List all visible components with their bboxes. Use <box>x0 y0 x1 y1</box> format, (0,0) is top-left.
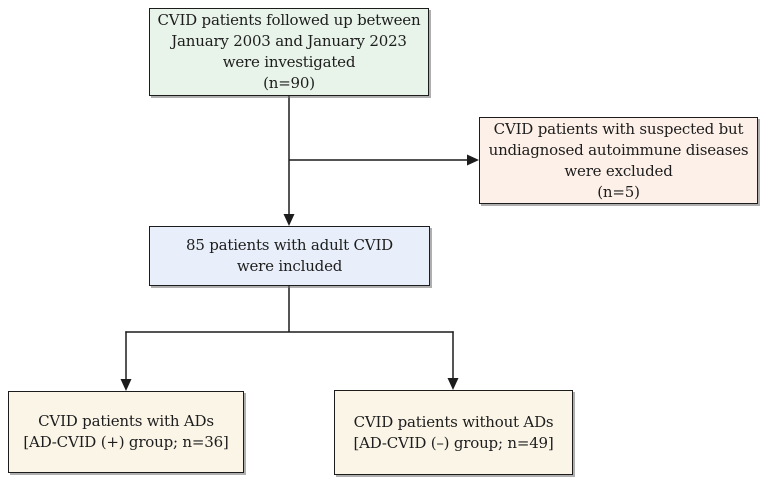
box-included: 85 patients with adult CVID were include… <box>149 226 430 286</box>
box-with-ads-line-1: CVID patients with ADs <box>38 412 214 430</box>
box-without-ads-group: [AD-CVID (–) group; n=49] <box>353 433 554 452</box>
box-without-ads-line-1: CVID patients without ADs <box>353 412 554 431</box>
box-included-line-2: were included <box>236 257 343 275</box>
box-investigated-line-1: CVID patients followed up between <box>157 11 421 29</box>
box-included-line-1: 85 patients with adult CVID <box>185 236 393 254</box>
box-investigated-count: (n=90) <box>263 74 315 92</box>
box-excluded-line-3: were excluded <box>564 161 673 180</box>
box-without-ads: CVID patients without ADs [AD-CVID (–) g… <box>334 390 573 475</box>
box-excluded-line-2: undiagnosed autoimmune diseases <box>488 140 749 159</box>
box-investigated-line-3: were investigated <box>222 53 356 71</box>
box-excluded-line-1: CVID patients with suspected but <box>493 119 744 138</box>
box-excluded: CVID patients with suspected but undiagn… <box>479 117 758 204</box>
connector-included-split <box>125 286 454 333</box>
arrow-to-with-ads <box>120 331 132 391</box>
arrowhead-down-icon <box>447 378 459 390</box>
arrowhead-down-icon <box>283 214 295 226</box>
arrow-investigated-to-included <box>283 96 295 226</box>
arrowhead-right-icon <box>467 154 479 166</box>
arrow-to-excluded <box>289 154 479 166</box>
box-with-ads-group: [AD-CVID (+) group; n=36] <box>23 433 229 451</box>
box-excluded-count: (n=5) <box>597 182 640 201</box>
box-with-ads: CVID patients with ADs [AD-CVID (+) grou… <box>8 391 244 473</box>
box-investigated: CVID patients followed up between Januar… <box>149 8 429 96</box>
arrow-to-without-ads <box>447 331 459 390</box>
arrowhead-down-icon <box>120 379 132 391</box>
box-investigated-line-2: January 2003 and January 2023 <box>171 32 407 50</box>
